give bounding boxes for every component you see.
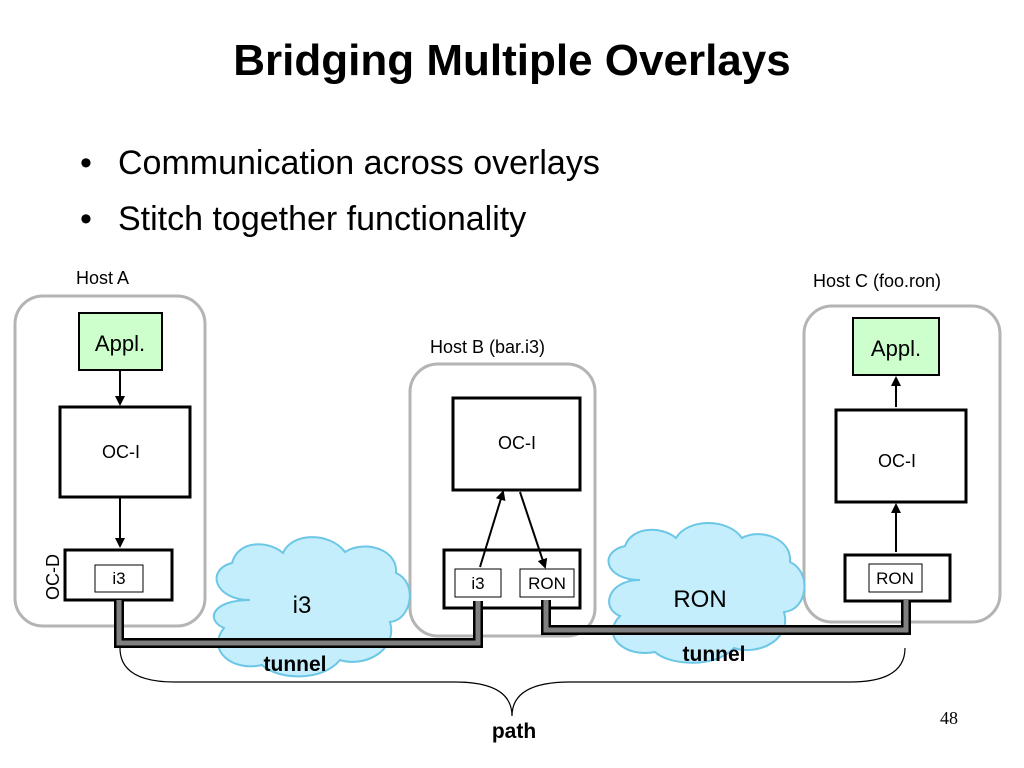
bullet-item: •Communication across overlays (80, 144, 600, 182)
host-b-i3-box (454, 568, 502, 598)
host-a-i3-box (94, 564, 144, 593)
host-b-i3-to-oci-arrow (479, 490, 506, 568)
host-a-oci-label: OC-I (102, 442, 140, 462)
host-b-i3-label: i3 (471, 574, 484, 593)
ron-cloud-label: RON (673, 586, 726, 613)
host-a-i3-label: i3 (112, 569, 125, 588)
slide-title: Bridging Multiple Overlays (233, 36, 791, 85)
host-c-oci-box (834, 408, 968, 504)
host-b-label: Host B (bar.i3) (430, 337, 545, 357)
host-b-oci-to-ron-arrow (519, 491, 548, 569)
host-b-oci-label: OC-I (498, 433, 536, 453)
i3-tunnel-label: tunnel (264, 653, 327, 676)
host-a-label: Host A (76, 268, 129, 288)
ron-cloud: RON (607, 522, 806, 664)
host-b-oci-box (451, 396, 582, 492)
ron-tunnel (541, 600, 911, 635)
page-number: 48 (940, 708, 958, 728)
host-b-ron-box (519, 568, 575, 598)
host-c-ron-label: RON (876, 569, 914, 588)
oc-d-label: OC-D (43, 554, 63, 600)
host-b-ron-label: RON (528, 574, 566, 593)
host-c-label: Host C (foo.ron) (813, 271, 941, 291)
host-c-app-box (852, 317, 940, 376)
bullet-list: •Communication across overlays •Stitch t… (80, 135, 600, 247)
host-a-app-box (78, 312, 163, 371)
host-a-container (13, 294, 207, 628)
ron-tunnel-label: tunnel (683, 643, 746, 666)
path-label: path (492, 720, 536, 743)
path-brace (119, 647, 906, 717)
host-a-app-label: Appl. (95, 331, 145, 356)
host-b-container (408, 362, 597, 638)
host-a-oci-box (58, 405, 192, 499)
i3-tunnel (114, 600, 483, 648)
host-c-app-label: Appl. (871, 336, 921, 361)
i3-cloud-label: i3 (293, 592, 312, 619)
bullet-item: •Stitch together functionality (80, 200, 527, 238)
host-c-ron-box (868, 563, 923, 593)
host-c-oci-label: OC-I (878, 451, 916, 471)
